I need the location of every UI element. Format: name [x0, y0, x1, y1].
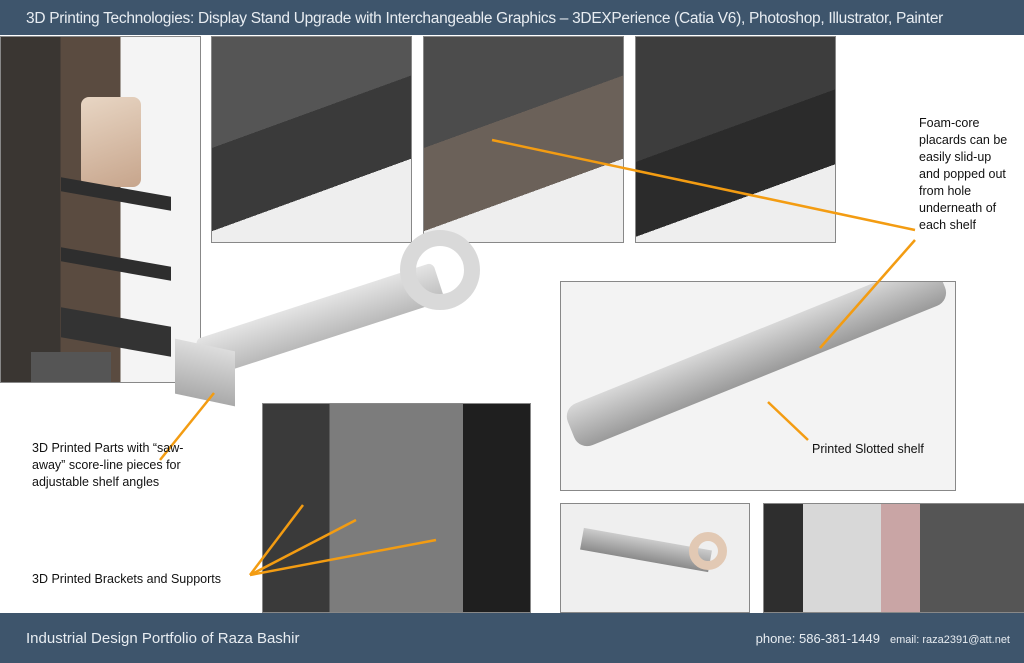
label-printed-parts: 3D Printed Parts with “saw-away” score-l…	[32, 441, 184, 489]
render-shelf-closeup-1	[211, 36, 412, 243]
render-bracket-small	[560, 503, 750, 613]
label-slotted-shelf: Printed Slotted shelf	[812, 442, 924, 456]
render-shelf-with-placards	[763, 503, 1024, 613]
render-bracket	[175, 230, 485, 420]
page-title: 3D Printing Technologies: Display Stand …	[26, 10, 944, 27]
phone-number: 586-381-1449	[799, 631, 880, 646]
email-address: raza2391@att.net	[922, 634, 1010, 646]
render-slotted-shelf	[560, 281, 956, 491]
render-display-stand	[0, 36, 201, 383]
phone-label: phone:	[755, 631, 796, 646]
render-shelf-closeup-2	[423, 36, 624, 243]
header-bar: 3D Printing Technologies: Display Stand …	[0, 0, 1024, 35]
label-brackets: 3D Printed Brackets and Supports	[32, 572, 221, 586]
contact-info: phone: 586-381-1449 email: raza2391@att.n…	[756, 631, 1010, 646]
portfolio-title: Industrial Design Portfolio of Raza Bash…	[26, 630, 300, 647]
label-placards: Foam-core placards can be easily slid-up…	[919, 116, 1008, 232]
footer-bar: Industrial Design Portfolio of Raza Bash…	[0, 613, 1024, 663]
render-shelf-closeup-3	[635, 36, 836, 243]
render-brackets-installed	[262, 403, 531, 613]
email-label: email:	[889, 634, 920, 646]
